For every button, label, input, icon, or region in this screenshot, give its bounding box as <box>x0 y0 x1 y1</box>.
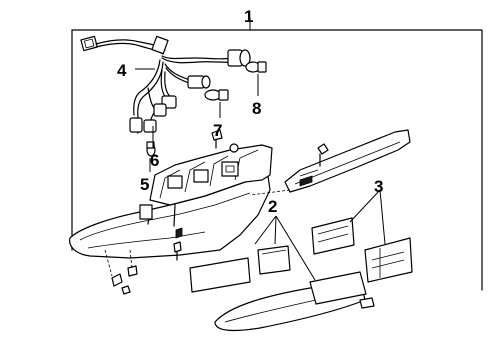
lens-set-3 <box>311 217 413 283</box>
fasteners <box>104 129 329 295</box>
assembly-bracket <box>71 18 483 291</box>
callout-5: 5 <box>140 175 149 194</box>
callout-7: 7 <box>213 121 222 140</box>
bulb-7 <box>204 89 229 101</box>
leader-lines <box>135 68 386 281</box>
callout-8: 8 <box>252 99 261 118</box>
lamp-housing <box>69 144 273 259</box>
callout-1: 1 <box>244 7 253 26</box>
bulb-8 <box>245 61 267 73</box>
callout-3: 3 <box>374 177 383 196</box>
lens-set-2 <box>189 245 375 332</box>
upper-lens-bar <box>249 129 411 196</box>
callout-6: 6 <box>150 151 159 170</box>
callout-2: 2 <box>268 197 277 216</box>
callout-4: 4 <box>117 61 127 80</box>
wiring-harness <box>80 35 251 134</box>
